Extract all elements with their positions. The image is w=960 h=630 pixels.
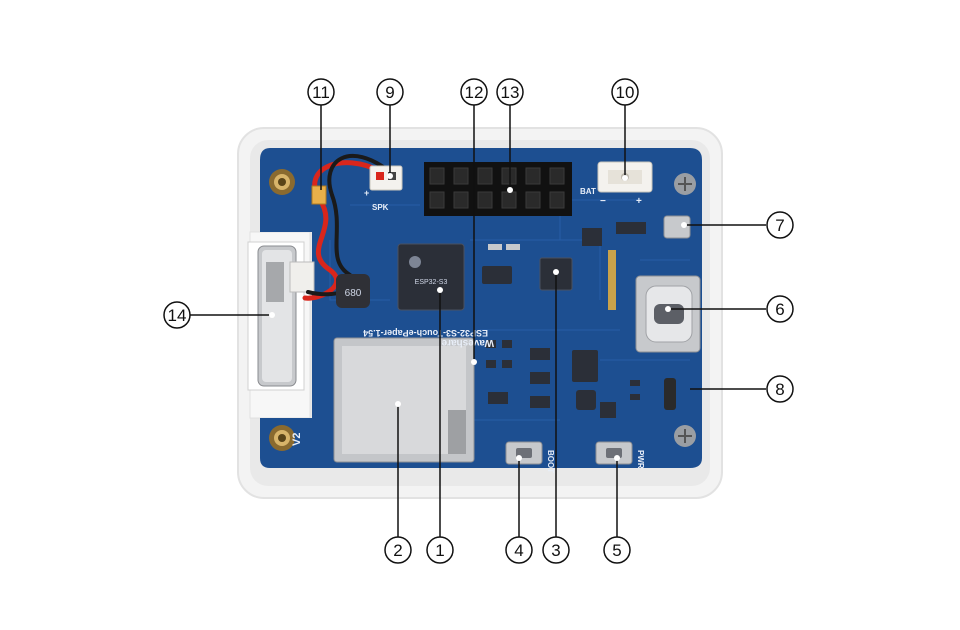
inductor: 680 (336, 274, 370, 308)
callout-13: 13 (501, 83, 520, 102)
pin-socket (525, 191, 541, 209)
callout-9: 9 (385, 83, 394, 102)
callout-numbers: 11 9 12 13 10 7 6 8 14 2 1 4 3 5 (168, 83, 785, 560)
label-bat: BAT (580, 187, 596, 196)
leader-lines (190, 105, 766, 537)
boot-button (505, 441, 543, 465)
mounting-holes (269, 169, 696, 451)
label-brand: Waveshare (441, 337, 494, 348)
rtc-battery-connector (311, 185, 327, 205)
label-spk: SPK (372, 203, 389, 212)
callout-2-circle (384, 536, 412, 564)
pin-socket (477, 167, 493, 185)
callout-8: 8 (775, 380, 784, 399)
callout-3-circle (542, 536, 570, 564)
callout-6: 6 (775, 300, 784, 319)
label-pwr: PWR (636, 450, 645, 469)
callout-5-circle (603, 536, 631, 564)
side-button (663, 215, 691, 239)
power-button (595, 441, 633, 465)
callout-9-circle (376, 78, 404, 106)
callout-14: 14 (168, 306, 187, 325)
pin-header (424, 162, 572, 216)
pin-socket (429, 191, 445, 209)
battery-holder (247, 241, 315, 391)
label-spk-plus: + (364, 188, 369, 198)
sd-card-slot (333, 337, 475, 463)
callout-4-circle (505, 536, 533, 564)
callout-7: 7 (775, 216, 784, 235)
callout-1: 1 (435, 541, 444, 560)
usb-c-port (635, 275, 701, 353)
callout-7-circle (766, 211, 794, 239)
module-label: ESP32-S3 (415, 279, 448, 286)
callout-5: 5 (612, 541, 621, 560)
callout-4: 4 (514, 541, 523, 560)
label-boot: BOOT (546, 450, 555, 473)
inductor-code: 680 (345, 288, 362, 299)
callout-10: 10 (616, 83, 635, 102)
label-bat-plus: + (636, 196, 642, 207)
callout-1-circle (426, 536, 454, 564)
callout-12-circle (460, 78, 488, 106)
pin-socket (453, 167, 469, 185)
pin-header-body (424, 162, 572, 216)
callout-12: 12 (465, 83, 484, 102)
pin-socket (429, 167, 445, 185)
speaker-connector (369, 165, 403, 191)
callout-6-circle (766, 295, 794, 323)
pin-socket (501, 191, 517, 209)
pin-socket (477, 191, 493, 209)
label-version: V2 (291, 433, 303, 446)
callout-13-circle (496, 78, 524, 106)
pin-socket (525, 167, 541, 185)
pin-socket (549, 191, 565, 209)
pin-socket (549, 167, 565, 185)
callout-2: 2 (393, 541, 402, 560)
callout-11: 11 (312, 83, 330, 102)
pin-socket (501, 167, 517, 185)
callout-11-circle (307, 78, 335, 106)
callout-3: 3 (551, 541, 560, 560)
label-board-name: ESP32-S3-Touch-ePaper-1.54 (363, 328, 488, 338)
esp32-s3-chip: ESP32-S3 (397, 243, 465, 311)
callout-8-circle (766, 375, 794, 403)
callout-10-circle (611, 78, 639, 106)
pin-socket (453, 191, 469, 209)
label-bat-minus: − (600, 196, 606, 207)
callout-14-circle (163, 301, 191, 329)
indicator-component (664, 378, 676, 410)
smd-components (482, 222, 646, 418)
callouts (163, 78, 794, 564)
leader-dots (269, 173, 687, 461)
